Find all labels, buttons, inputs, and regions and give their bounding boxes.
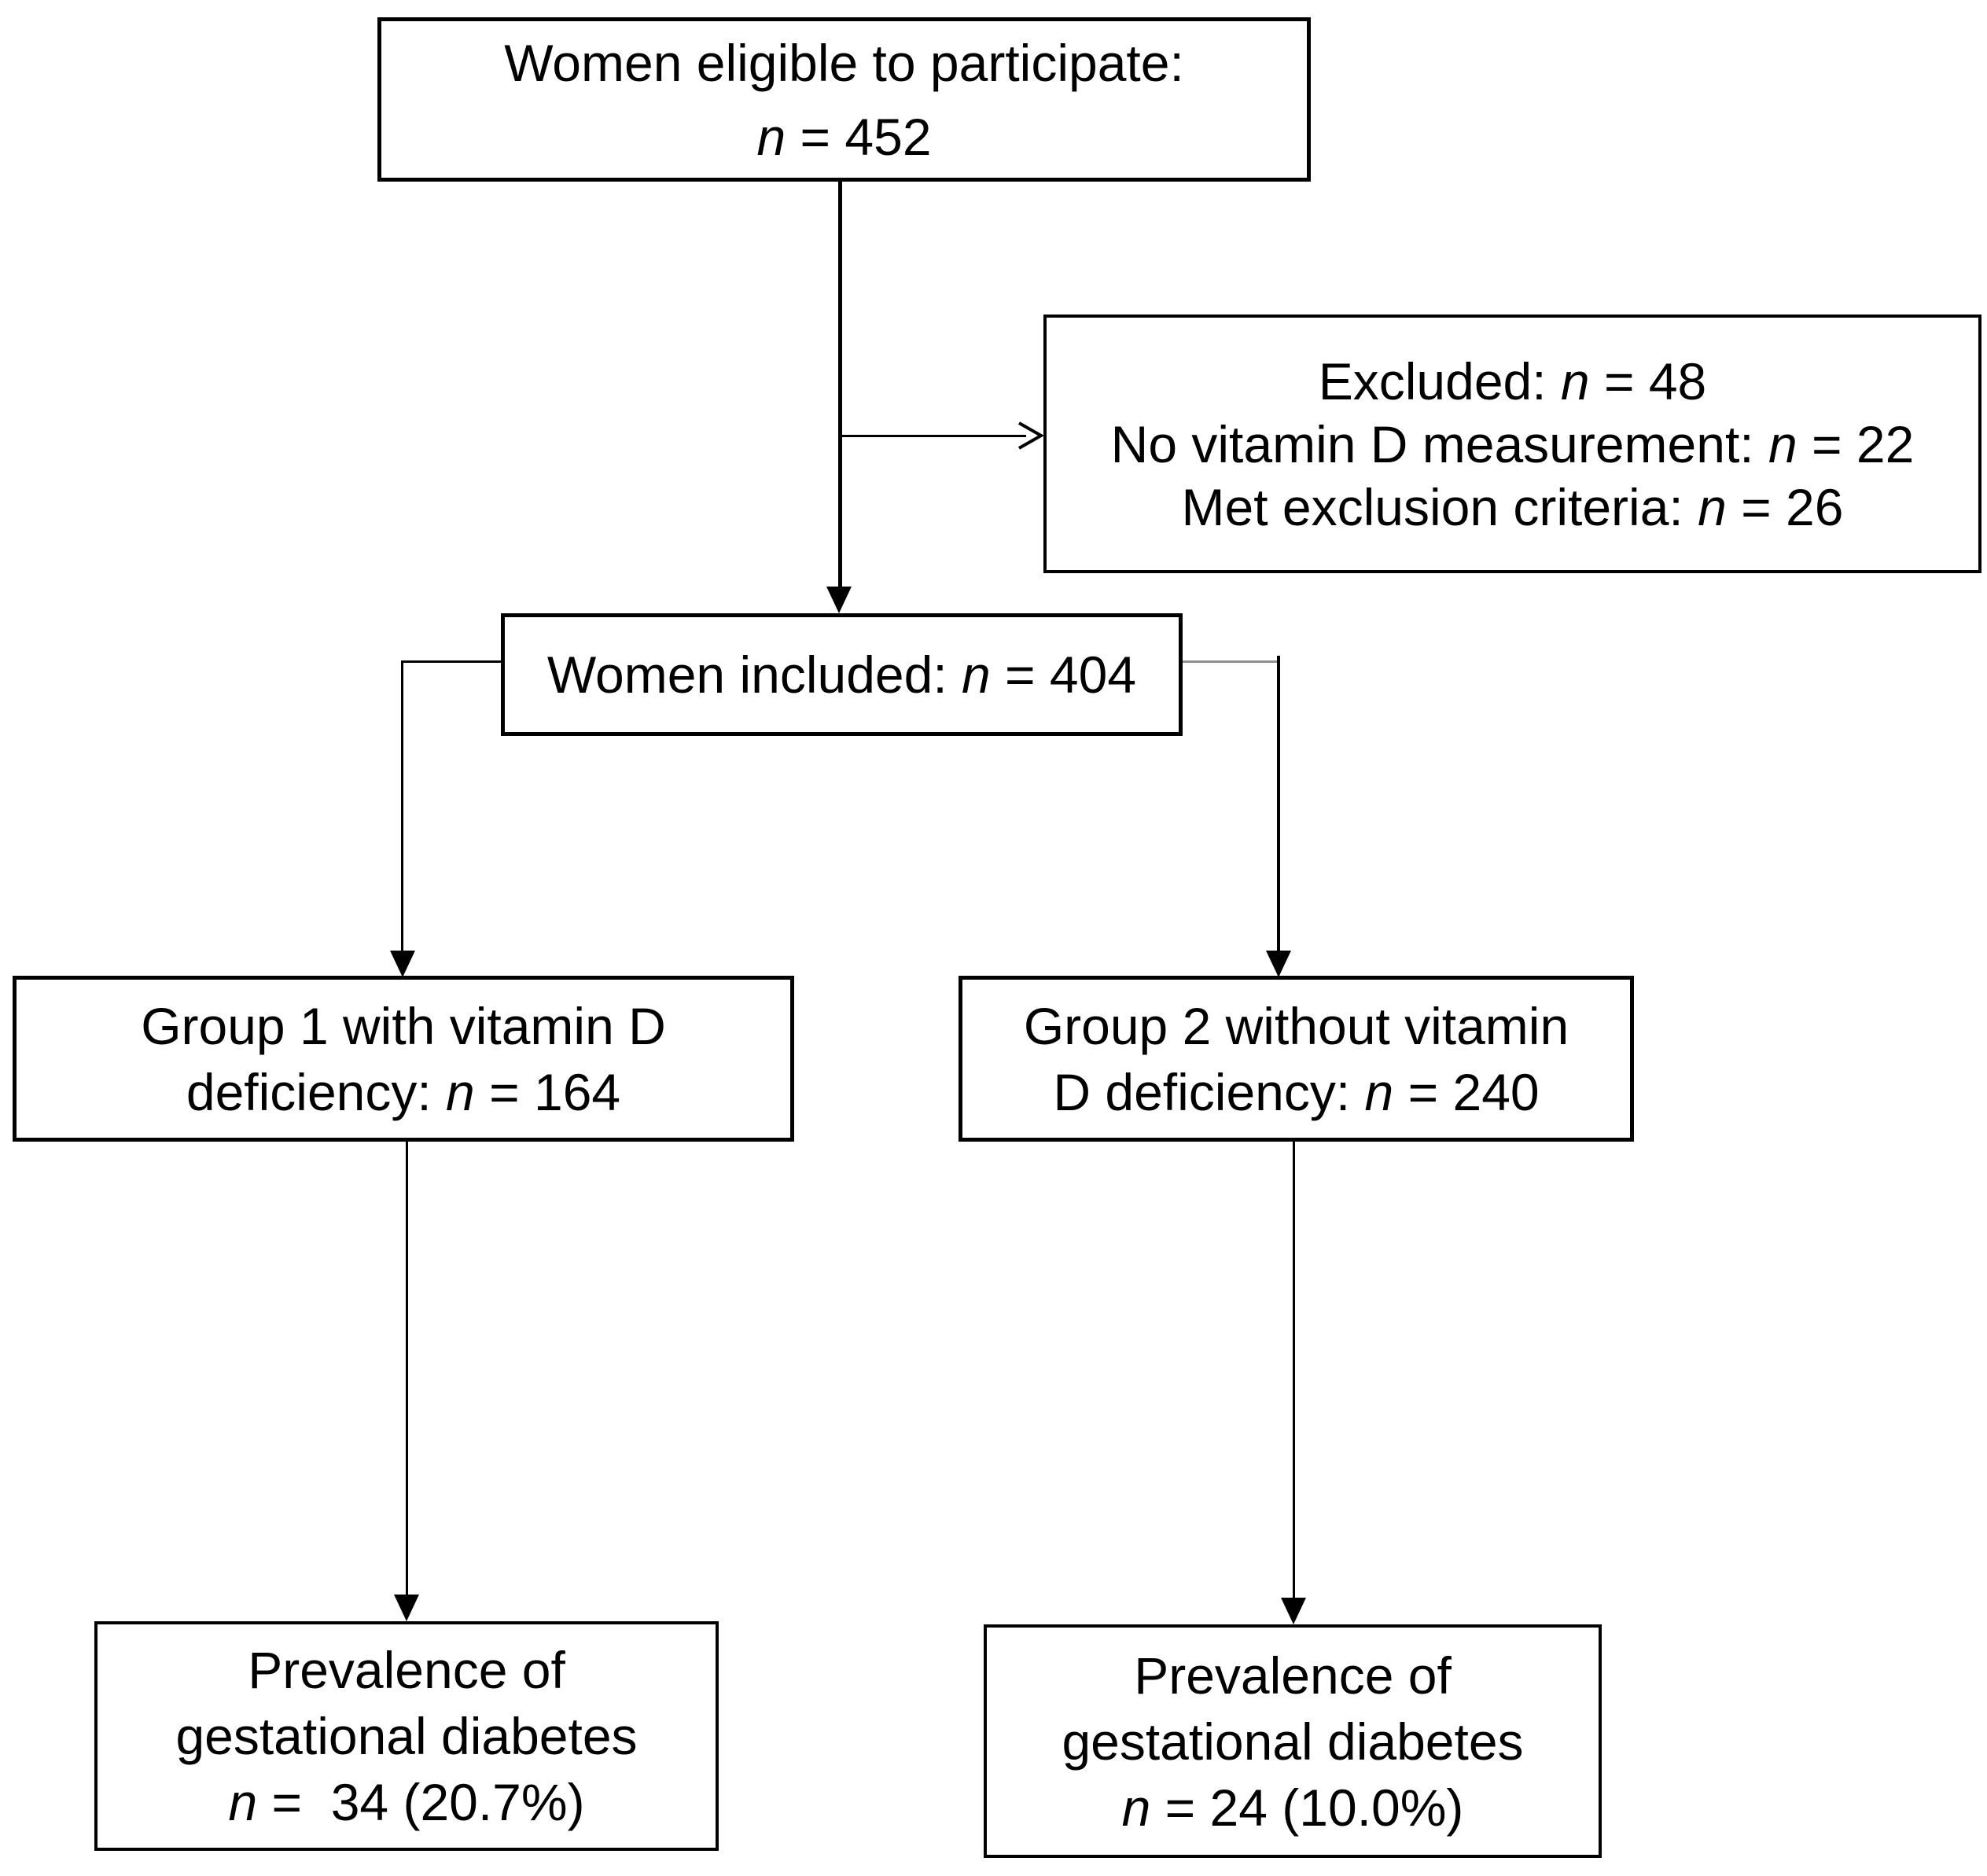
text-segment: = 164: [474, 1062, 621, 1121]
text-segment: gestational diabetes: [175, 1707, 638, 1765]
n-variable: n: [1560, 351, 1590, 410]
text-line: n = 452: [756, 100, 931, 174]
text-segment: Prevalence of: [248, 1641, 565, 1699]
box-excluded: Excluded: n = 48 No vitamin D measuremen…: [1043, 315, 1981, 573]
text-segment: = 452: [786, 107, 932, 166]
text-line: n = 24 (10.0%): [1122, 1775, 1464, 1841]
text-segment: = 404: [990, 646, 1137, 704]
text-segment: Women included:: [546, 646, 962, 704]
text-segment: gestational diabetes: [1062, 1712, 1524, 1771]
text-line: Women eligible to participate:: [504, 26, 1184, 100]
text-line: Met exclusion criteria: n = 26: [1182, 476, 1844, 539]
text-line: gestational diabetes: [175, 1703, 637, 1769]
connector-group1-to-prevalence: [406, 1142, 408, 1596]
text-segment: = 34 (20.7%): [257, 1773, 585, 1831]
text-line: deficiency: n = 164: [186, 1059, 620, 1125]
text-segment: Group 1 with vitamin D: [141, 996, 666, 1055]
box-prevalence-group2: Prevalence of gestational diabetes n = 2…: [984, 1624, 1602, 1858]
text-segment: = 24 (10.0%): [1150, 1778, 1464, 1837]
text-segment: = 26: [1726, 477, 1844, 536]
n-variable: n: [446, 1062, 475, 1121]
text-line: Excluded: n = 48: [1319, 350, 1707, 413]
n-variable: n: [1768, 414, 1797, 473]
connector-eligible-to-included: [838, 181, 842, 590]
text-line: Prevalence of: [1134, 1642, 1452, 1709]
n-variable: n: [1698, 477, 1727, 536]
text-segment: Prevalence of: [1134, 1646, 1452, 1705]
connector-included-to-group1: [401, 660, 403, 951]
text-segment: = 22: [1797, 414, 1915, 473]
text-line: Women included: n = 404: [547, 642, 1136, 708]
box-eligible-women: Women eligible to participate: n = 452: [377, 17, 1311, 182]
text-line: gestational diabetes: [1062, 1709, 1523, 1775]
text-line: n = 34 (20.7%): [228, 1769, 584, 1835]
text-segment: Group 2 without vitamin: [1023, 996, 1569, 1055]
text-segment: Excluded:: [1318, 351, 1561, 410]
text-segment: deficiency:: [186, 1062, 447, 1121]
arrowhead-right-icon: [1018, 421, 1045, 450]
text-line: No vitamin D measurement: n = 22: [1111, 413, 1915, 476]
text-line: Group 2 without vitamin: [1024, 993, 1569, 1059]
box-group1-vitamin-d-deficiency: Group 1 with vitamin D deficiency: n = 1…: [13, 976, 794, 1142]
text-segment: = 240: [1393, 1062, 1540, 1121]
n-variable: n: [756, 107, 786, 166]
arrowhead-down-icon: [1281, 1598, 1306, 1624]
text-line: D deficiency: n = 240: [1053, 1059, 1539, 1125]
arrowhead-down-icon: [826, 587, 852, 613]
connector-to-excluded: [841, 435, 1026, 437]
box-prevalence-group1: Prevalence of gestational diabetes n = 3…: [94, 1621, 719, 1851]
arrowhead-down-icon: [1266, 951, 1291, 977]
n-variable: n: [228, 1773, 258, 1831]
box-included-women: Women included: n = 404: [501, 613, 1183, 736]
n-variable: n: [1121, 1778, 1151, 1837]
n-variable: n: [962, 646, 991, 704]
connector-included-left-horizontal: [402, 660, 501, 663]
text-segment: Women eligible to participate:: [504, 33, 1184, 92]
connector-group2-to-prevalence: [1293, 1142, 1295, 1599]
connector-included-to-group2: [1277, 656, 1280, 951]
text-segment: Met exclusion criteria:: [1181, 477, 1698, 536]
arrowhead-down-icon: [394, 1595, 419, 1621]
connector-included-right-horizontal: [1183, 660, 1279, 663]
text-segment: No vitamin D measurement:: [1110, 414, 1768, 473]
arrowhead-down-icon: [390, 951, 415, 977]
text-segment: D deficiency:: [1053, 1062, 1365, 1121]
text-segment: = 48: [1589, 351, 1707, 410]
n-variable: n: [1364, 1062, 1394, 1121]
text-line: Prevalence of: [248, 1637, 565, 1703]
box-group2-no-vitamin-d-deficiency: Group 2 without vitamin D deficiency: n …: [959, 976, 1634, 1142]
text-line: Group 1 with vitamin D: [141, 993, 666, 1059]
